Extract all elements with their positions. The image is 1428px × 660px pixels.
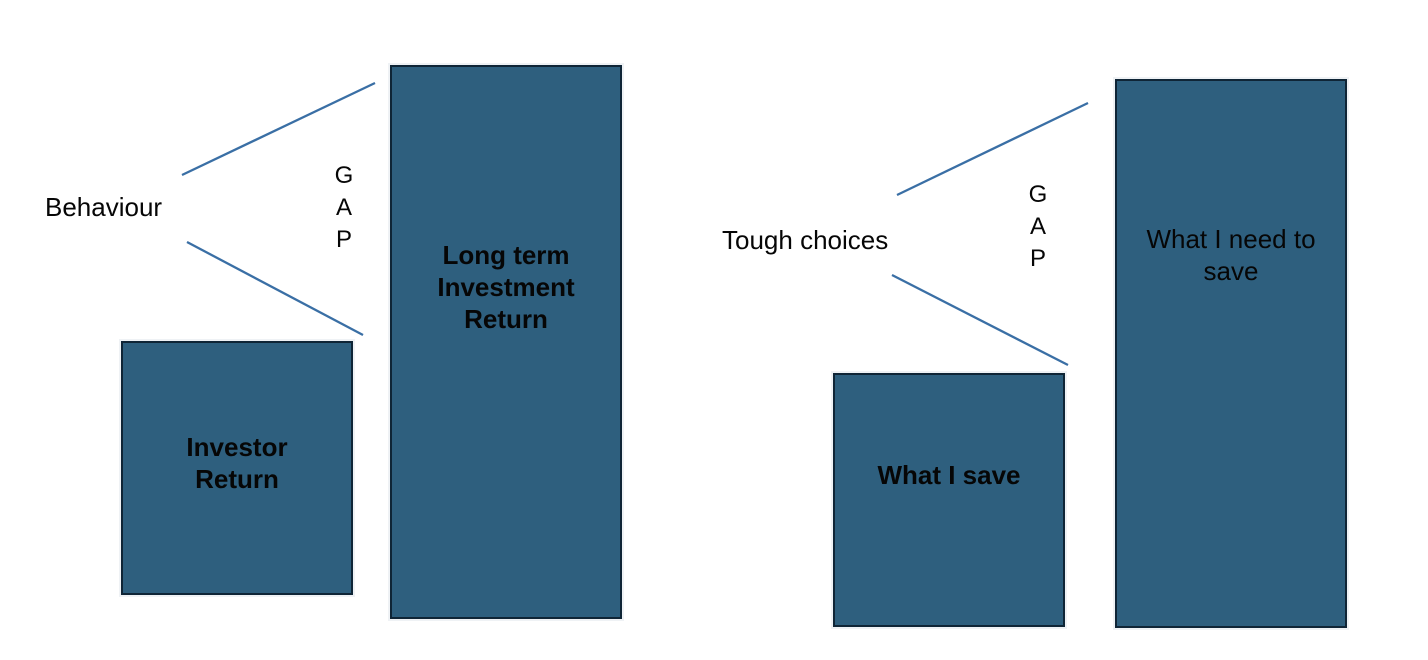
right-gap-lower-line (891, 273, 1069, 367)
tough-choices-label: Tough choices (722, 225, 889, 255)
gap-letter: P (1029, 245, 1046, 272)
long-term-investment-return-box: Long term Investment Return (390, 65, 622, 619)
gap-letter: A (1029, 213, 1046, 240)
behaviour-label: Behaviour (45, 192, 163, 222)
what-i-save-box: What I save (833, 373, 1065, 627)
what-i-need-to-save-box: What I need to save (1115, 79, 1347, 628)
gap-letter: P (335, 226, 352, 253)
investor-return-box: Investor Return (121, 341, 353, 595)
what-i-need-to-save-label: What I need to save (1146, 224, 1316, 286)
gap-letter: A (335, 194, 352, 221)
gap-letter: G (334, 162, 354, 189)
investor-return-label: Investor Return (186, 432, 288, 494)
right-gap-label: G A P (1023, 179, 1053, 275)
what-i-save-label: What I save (877, 460, 1021, 490)
right-gap-upper-line (896, 101, 1089, 197)
gap-letter: G (1028, 181, 1048, 208)
long-term-investment-return-label: Long term Investment Return (437, 240, 575, 334)
left-gap-label: G A P (329, 160, 359, 256)
